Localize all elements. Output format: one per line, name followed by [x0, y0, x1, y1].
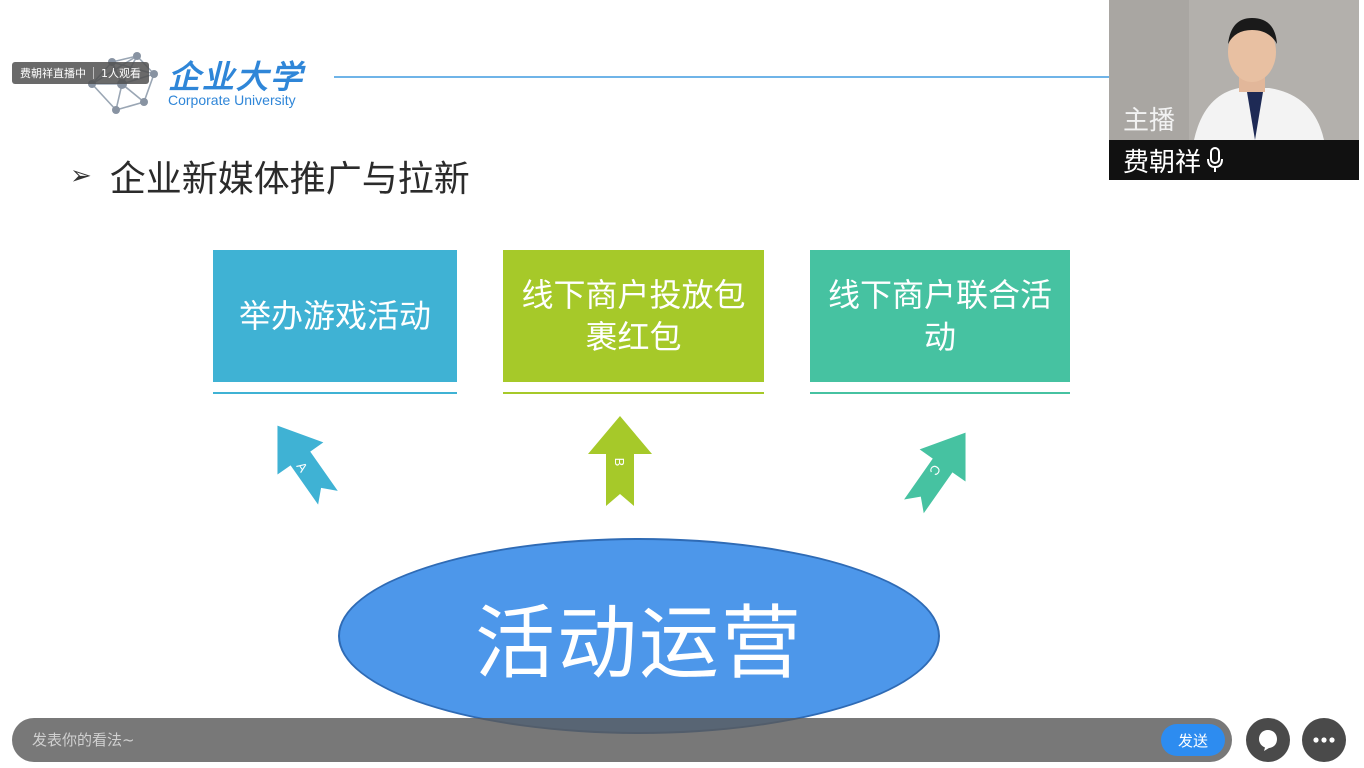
viewer-count: 1人观看 [101, 67, 141, 80]
slide-heading: ➢ 企业新媒体推广与拉新 [70, 150, 470, 202]
box-underline-b [503, 392, 764, 394]
video-frame: 主播 [1109, 0, 1359, 140]
box-underline-a [213, 392, 457, 394]
arrow-c-icon: C [904, 432, 966, 514]
activity-operations-ellipse: 活动运营 [338, 538, 940, 734]
arrow-bullet-icon: ➢ [70, 161, 92, 191]
microphone-icon [1207, 147, 1224, 172]
logo-subtitle: Corporate University [168, 92, 296, 108]
comment-bar: 发送 [12, 718, 1232, 762]
live-status-badge: 费朝祥直播中 1人观看 [12, 62, 149, 84]
send-button[interactable]: 发送 [1161, 724, 1225, 756]
activity-box-red-packet: 线下商户投放包裹红包 [503, 250, 764, 382]
header-divider [334, 76, 1114, 78]
arrow-b-letter: B [612, 458, 627, 467]
box-underline-c [810, 392, 1070, 394]
presenter-name: 费朝祥 [1123, 147, 1202, 178]
presenter-name-bar: 费朝祥 [1109, 140, 1359, 180]
logo-title: 企业大学 [168, 58, 305, 96]
chat-button[interactable] [1246, 718, 1290, 762]
slide-title: 企业新媒体推广与拉新 [109, 159, 470, 200]
activity-box-game: 举办游戏活动 [213, 250, 457, 382]
presenter-video[interactable]: 主播 费朝祥 [1109, 0, 1359, 180]
arrow-a-icon: A [277, 425, 338, 505]
presenter-figure [1109, 0, 1359, 140]
arrow-b-icon: B [588, 416, 652, 506]
chat-bubble-icon [1259, 730, 1277, 751]
badge-separator [93, 67, 94, 79]
activity-box-joint-event: 线下商户联合活动 [810, 250, 1070, 382]
comment-input[interactable] [32, 729, 1132, 751]
host-role-label: 主播 [1123, 106, 1176, 136]
live-status-text: 费朝祥直播中 [20, 67, 86, 80]
center-label: 活动运营 [475, 597, 803, 690]
more-icon [1313, 737, 1335, 743]
more-button[interactable] [1302, 718, 1346, 762]
